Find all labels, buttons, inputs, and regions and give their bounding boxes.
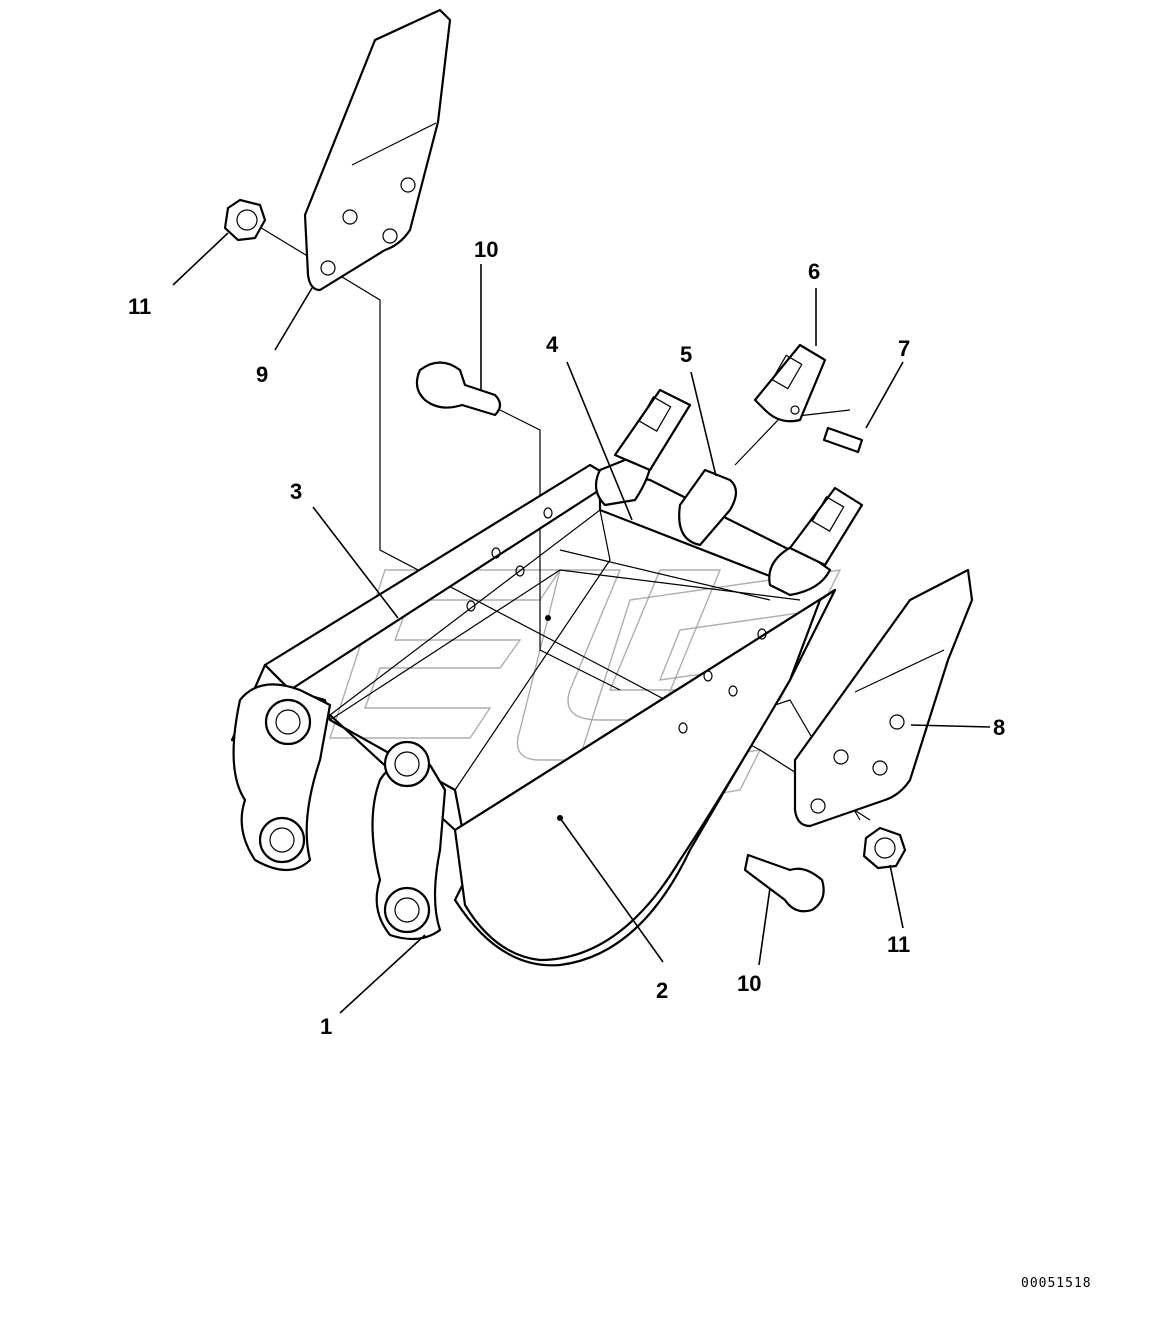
callout-6: 6 — [808, 259, 820, 284]
bolt-top — [415, 361, 502, 417]
side-cutter-left — [303, 8, 452, 292]
callout-8: 8 — [993, 715, 1005, 740]
callout-10-bottom: 10 — [737, 971, 761, 996]
callout-labels: 11 9 10 4 5 6 7 3 8 2 10 11 1 — [128, 237, 1005, 1039]
callout-10-top: 10 — [474, 237, 498, 262]
teeth-assembly — [594, 343, 864, 597]
callout-3: 3 — [290, 479, 302, 504]
leader-lines — [172, 232, 991, 1014]
lock-pin — [822, 426, 864, 454]
callout-9: 9 — [256, 362, 268, 387]
tooth-point — [753, 343, 827, 423]
bucket-holes — [466, 507, 767, 734]
tooth-adapter-right — [768, 486, 864, 597]
callout-7: 7 — [898, 336, 910, 361]
callout-2: 2 — [656, 978, 668, 1003]
tooth-adapter-center — [678, 468, 738, 547]
tooth-adapter-left — [594, 388, 692, 507]
bucket-assembly — [230, 463, 837, 967]
document-number: 00051518 — [1021, 1276, 1092, 1291]
callout-1: 1 — [320, 1014, 332, 1039]
callout-5: 5 — [680, 342, 692, 367]
callout-11-top: 11 — [128, 294, 151, 319]
callout-4: 4 — [546, 332, 559, 357]
bolt-bottom — [743, 853, 825, 913]
nut-bottom — [862, 826, 907, 870]
callout-11-bottom: 11 — [887, 932, 910, 957]
nut-top — [223, 198, 267, 242]
side-cutter-right — [793, 568, 974, 828]
